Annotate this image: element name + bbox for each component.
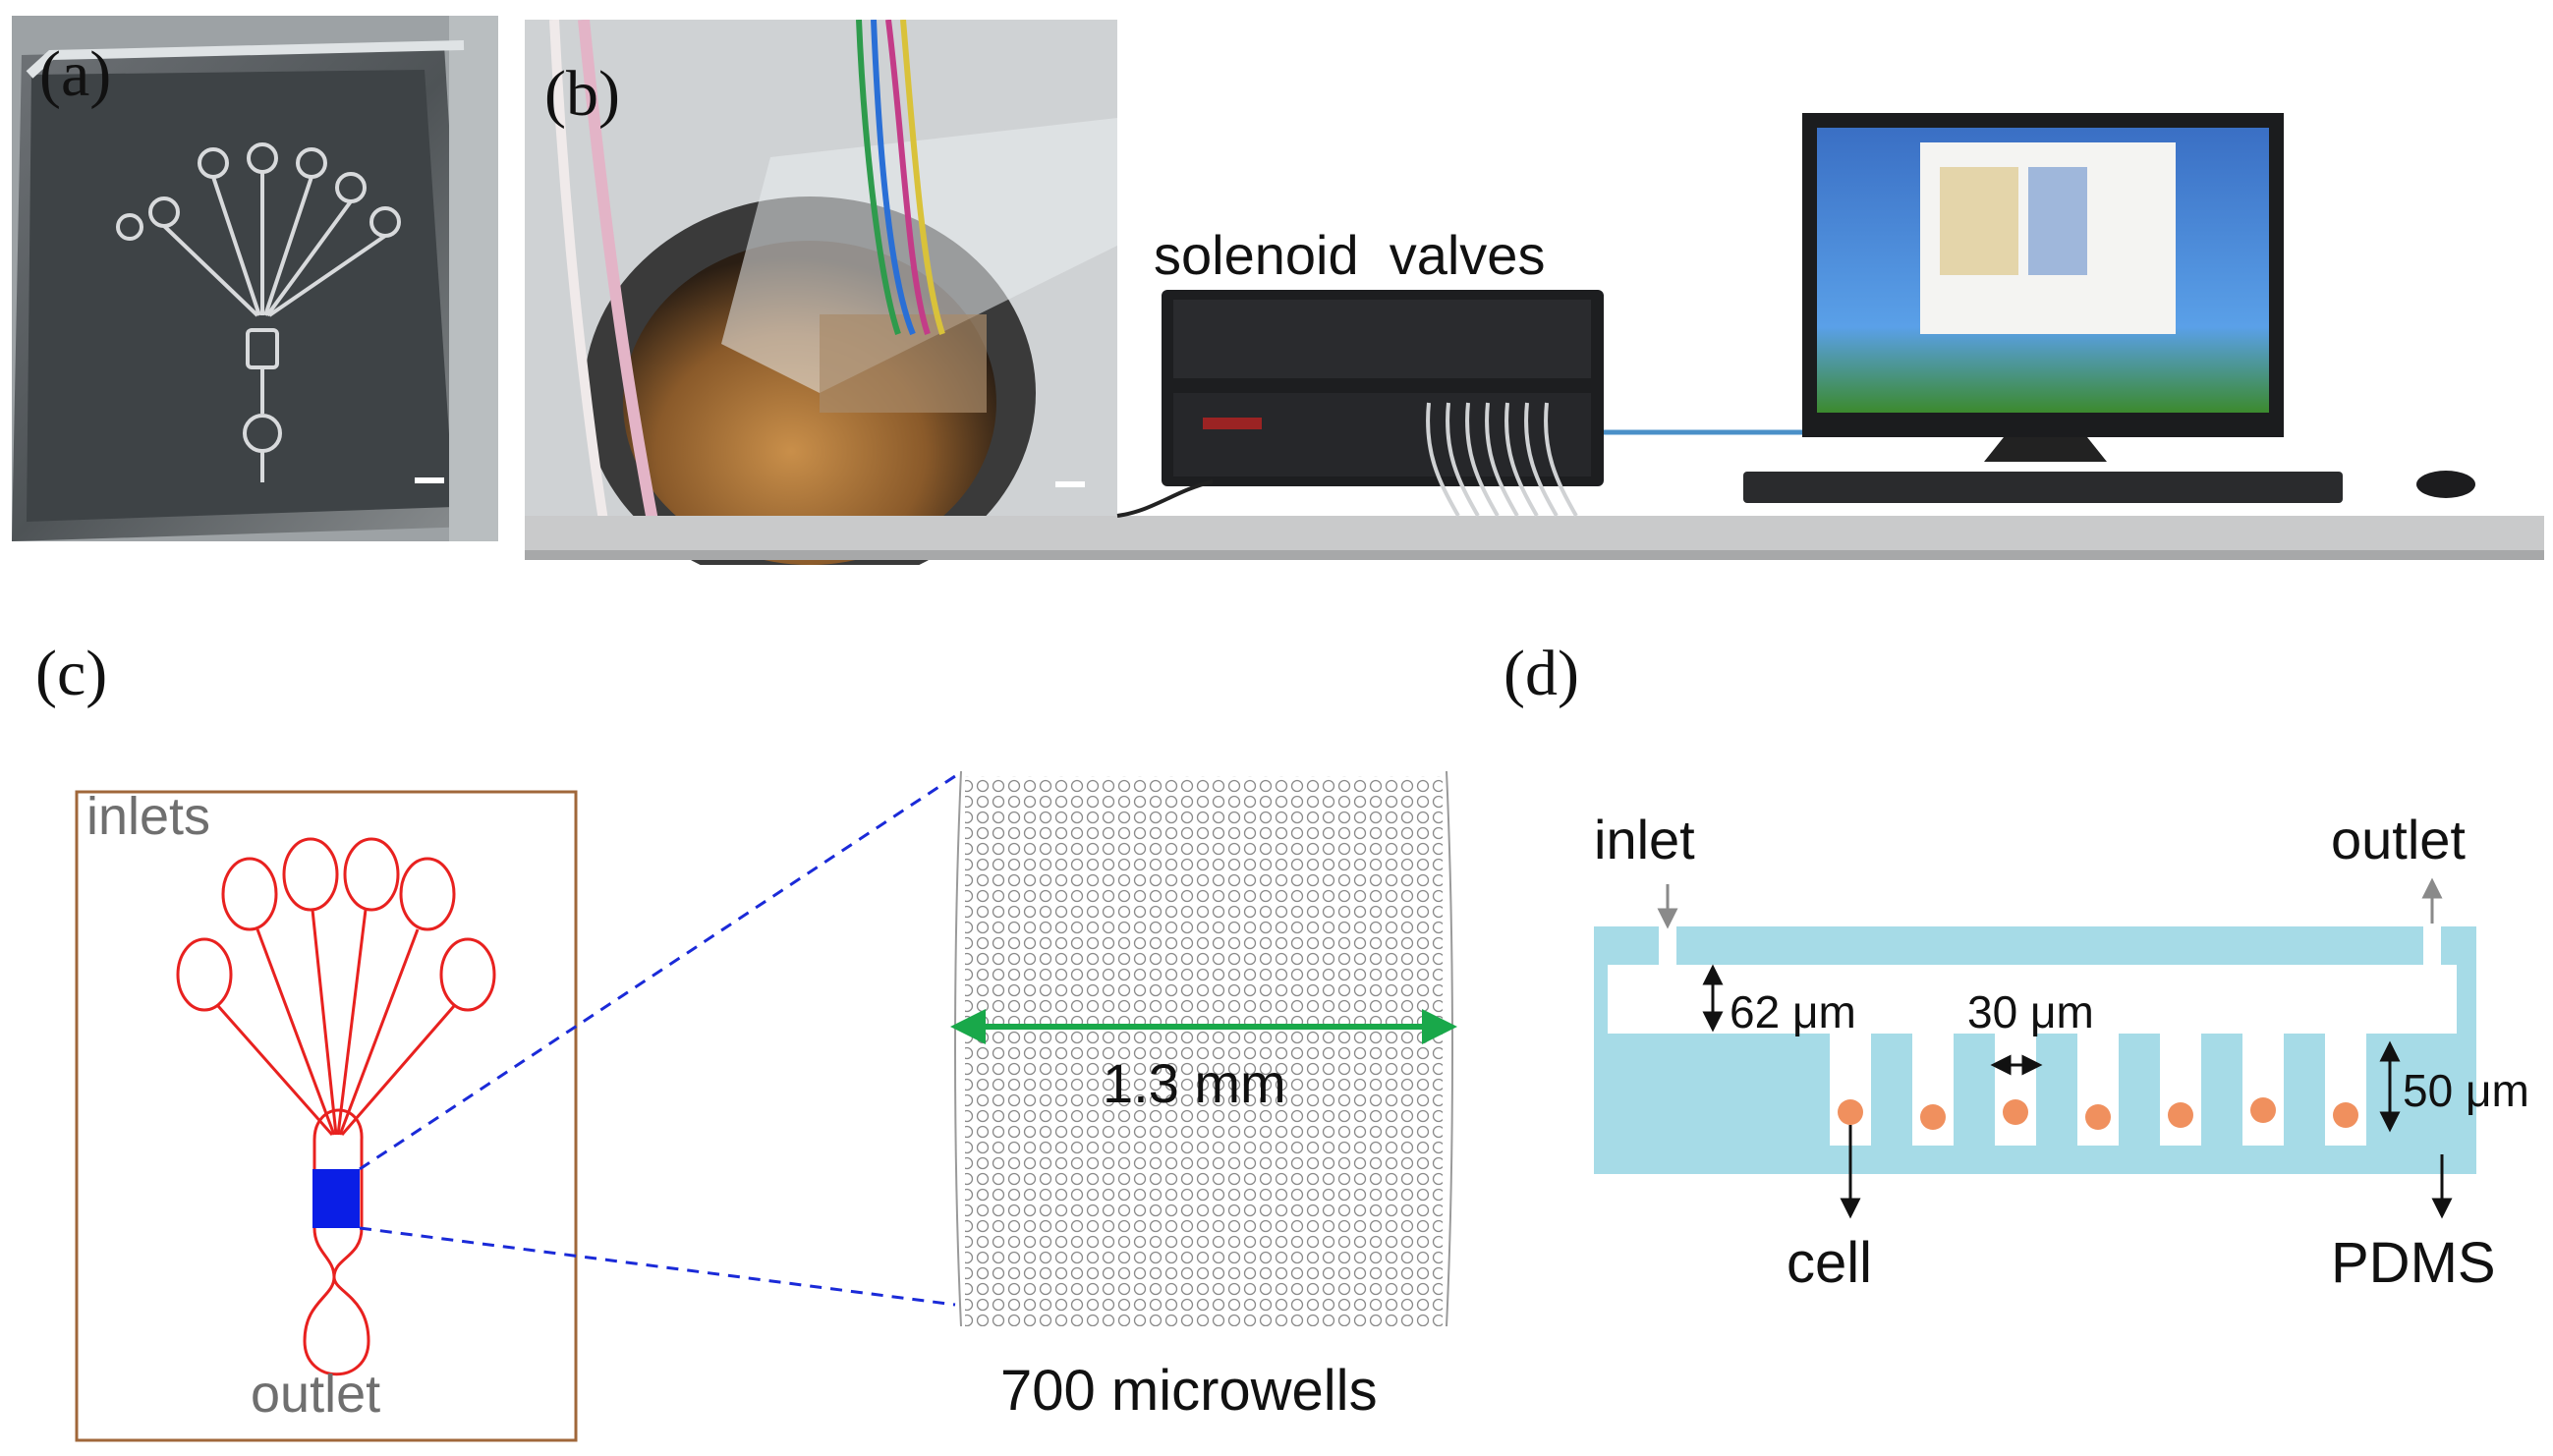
chip-photo	[12, 16, 498, 541]
setup-panel: (b) solenoid valves	[525, 19, 2544, 589]
depth-label: 50 μm	[2403, 1065, 2529, 1116]
outlet-port	[2423, 926, 2441, 966]
microwells	[1830, 1032, 2366, 1146]
panel-b-label: (b)	[544, 58, 620, 130]
microwells-label: 700 microwells	[1000, 1359, 1378, 1423]
inlet-port	[1659, 926, 1676, 966]
outlet-label-c: outlet	[251, 1365, 381, 1424]
inlets-label: inlets	[86, 787, 211, 846]
chip-schematic	[75, 770, 1457, 1442]
cross-section-diagram	[1594, 877, 2476, 1219]
microwell-chamber	[312, 1169, 360, 1228]
inlet-channels	[216, 909, 456, 1136]
setup-illustration	[525, 19, 2544, 589]
panel-d-label: (d)	[1503, 638, 1579, 709]
outlet-label-d: outlet	[2331, 809, 2466, 870]
inlet-reservoirs	[176, 837, 496, 1012]
inlet-label-d: inlet	[1594, 809, 1695, 870]
dimension-label: 1.3 mm	[1103, 1052, 1286, 1114]
cell-label: cell	[1787, 1231, 1873, 1295]
panel-c-label: (c)	[35, 638, 108, 709]
solenoid-valves-label: solenoid valves	[1154, 224, 1546, 286]
zoom-line-top	[359, 774, 956, 1171]
microwell-array	[965, 776, 1443, 1326]
height-label: 62 μm	[1730, 986, 1856, 1037]
flow-channel	[1608, 965, 2457, 1034]
pdms-label: PDMS	[2331, 1231, 2496, 1295]
gap-label: 30 μm	[1967, 986, 2094, 1037]
zoom-line-bottom	[359, 1226, 956, 1307]
outlet-channel	[303, 1108, 370, 1376]
cells	[1838, 1097, 2358, 1130]
chip-photo-panel: (a)	[12, 16, 498, 541]
panel-a-label: (a)	[39, 38, 112, 110]
